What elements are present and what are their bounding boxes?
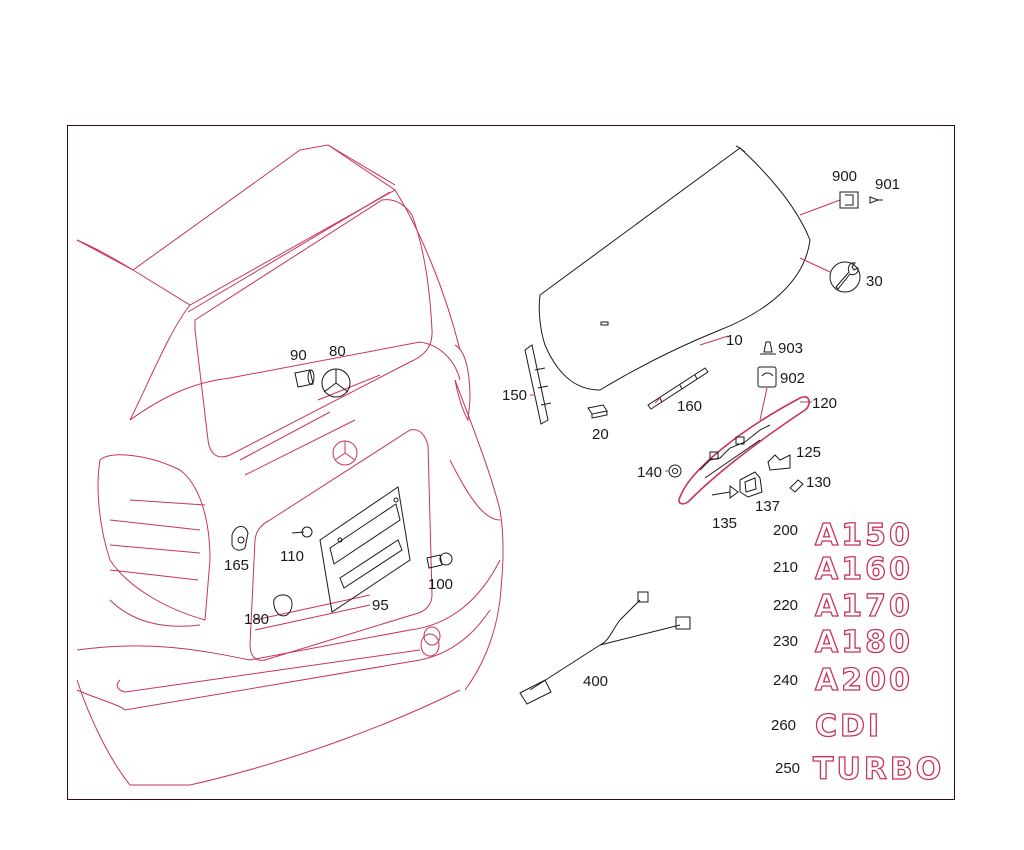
screw-110[interactable] [291,526,313,538]
badge-number-200: 200 [773,522,798,539]
label-130: 130 [806,474,831,491]
label-95: 95 [372,597,389,614]
pad-20[interactable] [587,404,608,419]
label-165: 165 [224,557,249,574]
star-emblem-80[interactable] [321,368,351,398]
badge-number-230: 230 [773,633,798,650]
screw-135[interactable] [711,485,739,499]
label-30: 30 [866,273,883,290]
part-labels: 10 20 30 80 90 95 100 110 120 125 130 13… [224,168,900,690]
cap-903[interactable] [760,341,776,355]
bulb-130[interactable] [789,479,804,493]
label-400: 400 [583,673,608,690]
holder-137[interactable] [739,471,763,498]
badge-number-210: 210 [773,559,798,576]
strip-150[interactable] [524,344,552,425]
label-125: 125 [796,444,821,461]
badge-number-250: 250 [775,760,800,777]
label-80: 80 [329,343,346,360]
label-100: 100 [428,576,453,593]
car-rear-body [76,144,504,786]
label-903: 903 [778,340,803,357]
clip-900[interactable] [799,191,883,216]
badge-number-240: 240 [773,672,798,689]
badge-turbo[interactable]: TURBO [812,751,944,787]
plate-bracket-95[interactable] [319,486,411,613]
bush-90[interactable] [294,369,315,388]
label-110: 110 [280,548,304,565]
badge-a150[interactable]: A150 [814,517,913,553]
screw-100[interactable] [426,552,453,569]
label-140: 140 [637,464,662,481]
label-160: 160 [677,398,702,415]
nut-140[interactable] [668,464,682,478]
clip-125[interactable] [767,454,791,471]
label-137: 137 [755,498,780,515]
label-135: 135 [712,515,737,532]
brake-light-120[interactable] [678,396,810,505]
wrench-icon [799,257,861,293]
clip-165[interactable] [231,526,249,551]
wiring-harness-400[interactable] [519,591,691,705]
badge-cdi[interactable]: CDI [814,708,882,744]
badge-a160[interactable]: A160 [814,551,913,587]
label-900: 900 [832,168,857,185]
label-120: 120 [812,395,837,412]
label-90: 90 [290,347,307,364]
bulb-socket-902[interactable] [757,366,777,421]
model-badges: 200 A150 210 A160 220 A170 230 A180 240 … [771,517,944,787]
badge-a200[interactable]: A200 [814,662,913,698]
badge-number-260: 260 [771,717,796,734]
diagram-frame [67,125,955,800]
label-150: 150 [502,387,527,404]
badge-number-220: 220 [773,597,798,614]
badge-a170[interactable]: A170 [814,588,913,624]
label-10: 10 [726,332,743,349]
leader-lines [530,335,812,472]
label-901: 901 [875,176,900,193]
label-20: 20 [592,426,609,443]
label-180: 180 [244,611,269,628]
label-902: 902 [780,370,805,387]
strip-160[interactable] [647,367,709,410]
clip-180[interactable] [273,594,293,617]
rear-window-glass[interactable] [538,145,811,391]
badge-a180[interactable]: A180 [814,624,913,660]
